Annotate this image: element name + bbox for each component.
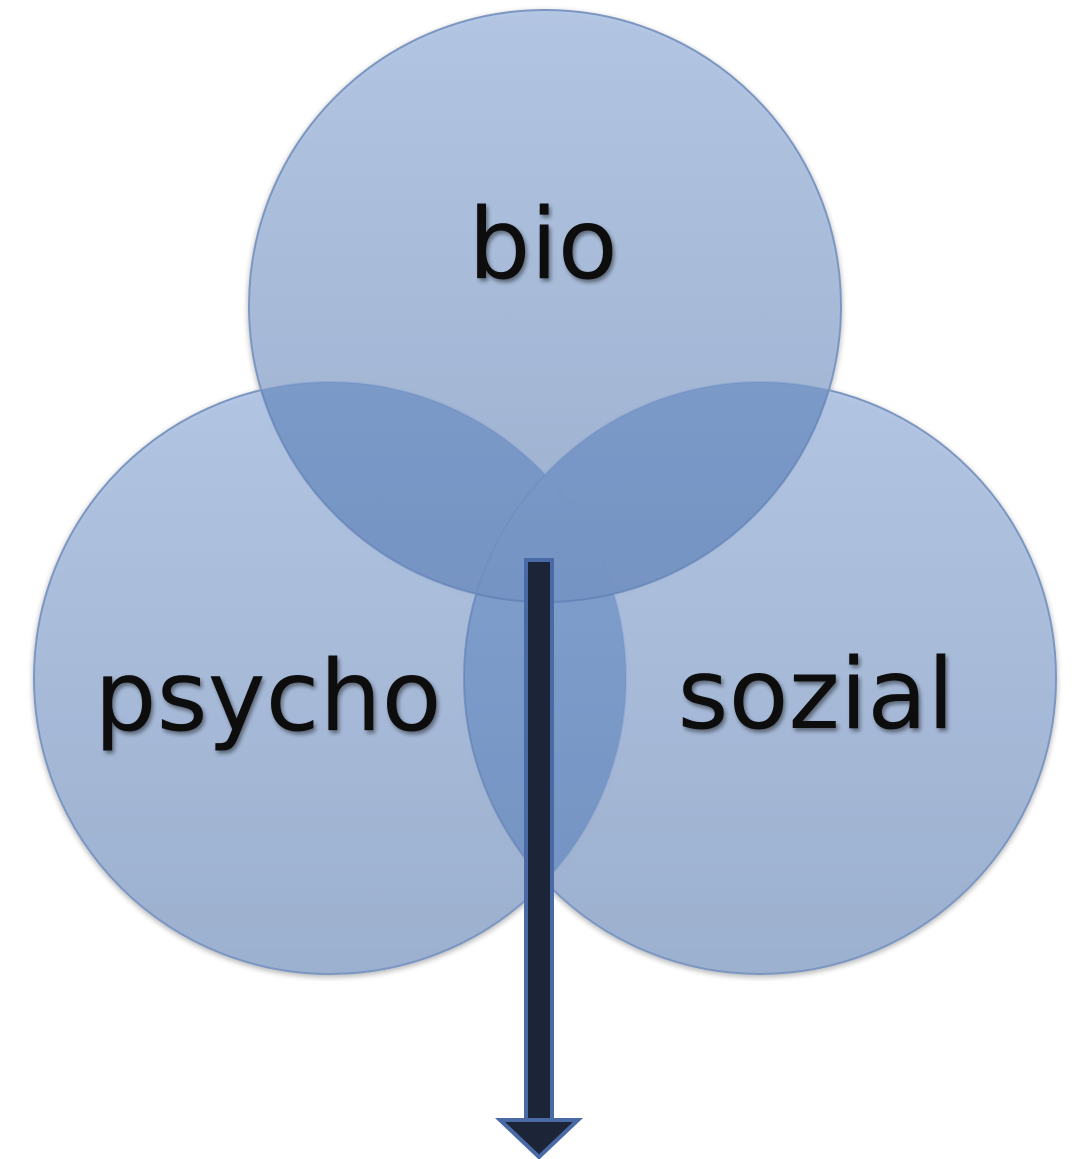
label-bio: bio [468,188,617,302]
down-arrow-icon [494,558,584,1159]
label-sozial: sozial [678,638,955,752]
circles-group [33,9,1057,975]
label-psycho: psycho [94,640,441,754]
